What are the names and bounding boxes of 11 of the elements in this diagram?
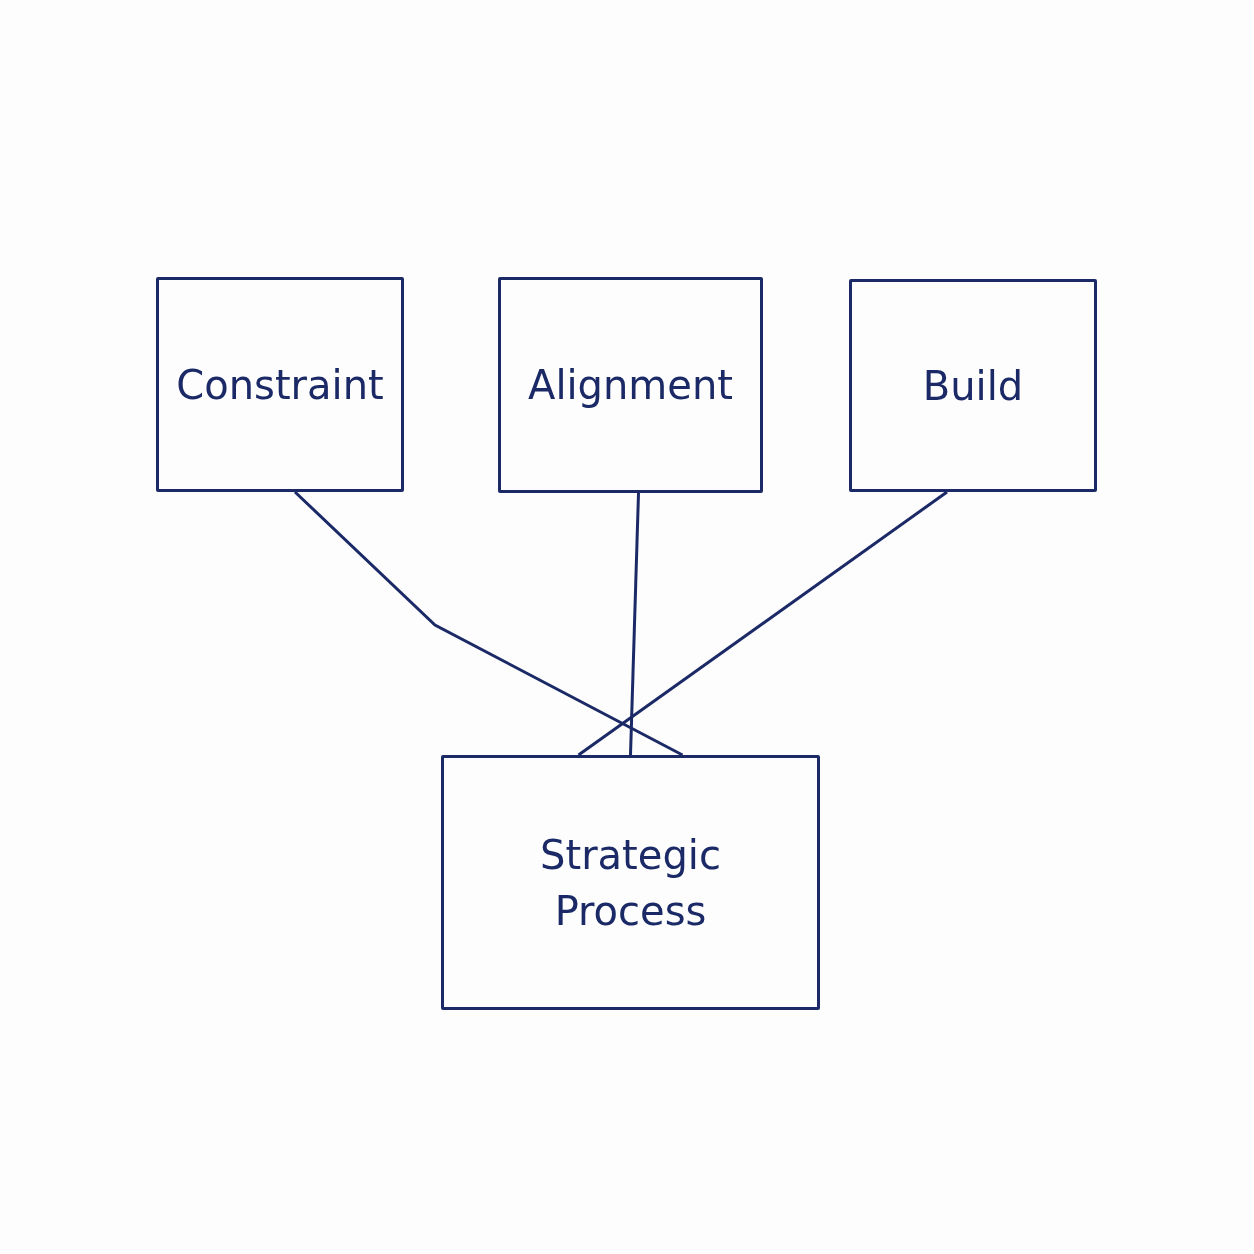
connector-line bbox=[629, 492, 640, 756]
process-box bbox=[441, 755, 820, 1010]
process-box bbox=[849, 279, 1097, 492]
box-label: Build bbox=[922, 361, 1024, 411]
box-label: Alignment bbox=[528, 361, 733, 410]
connector-line bbox=[293, 490, 684, 757]
process-box bbox=[156, 277, 404, 492]
connector-line bbox=[577, 490, 948, 757]
box-label: Constraint bbox=[176, 360, 384, 410]
process-box bbox=[498, 277, 763, 493]
box-label: Strategic Process bbox=[539, 830, 722, 936]
